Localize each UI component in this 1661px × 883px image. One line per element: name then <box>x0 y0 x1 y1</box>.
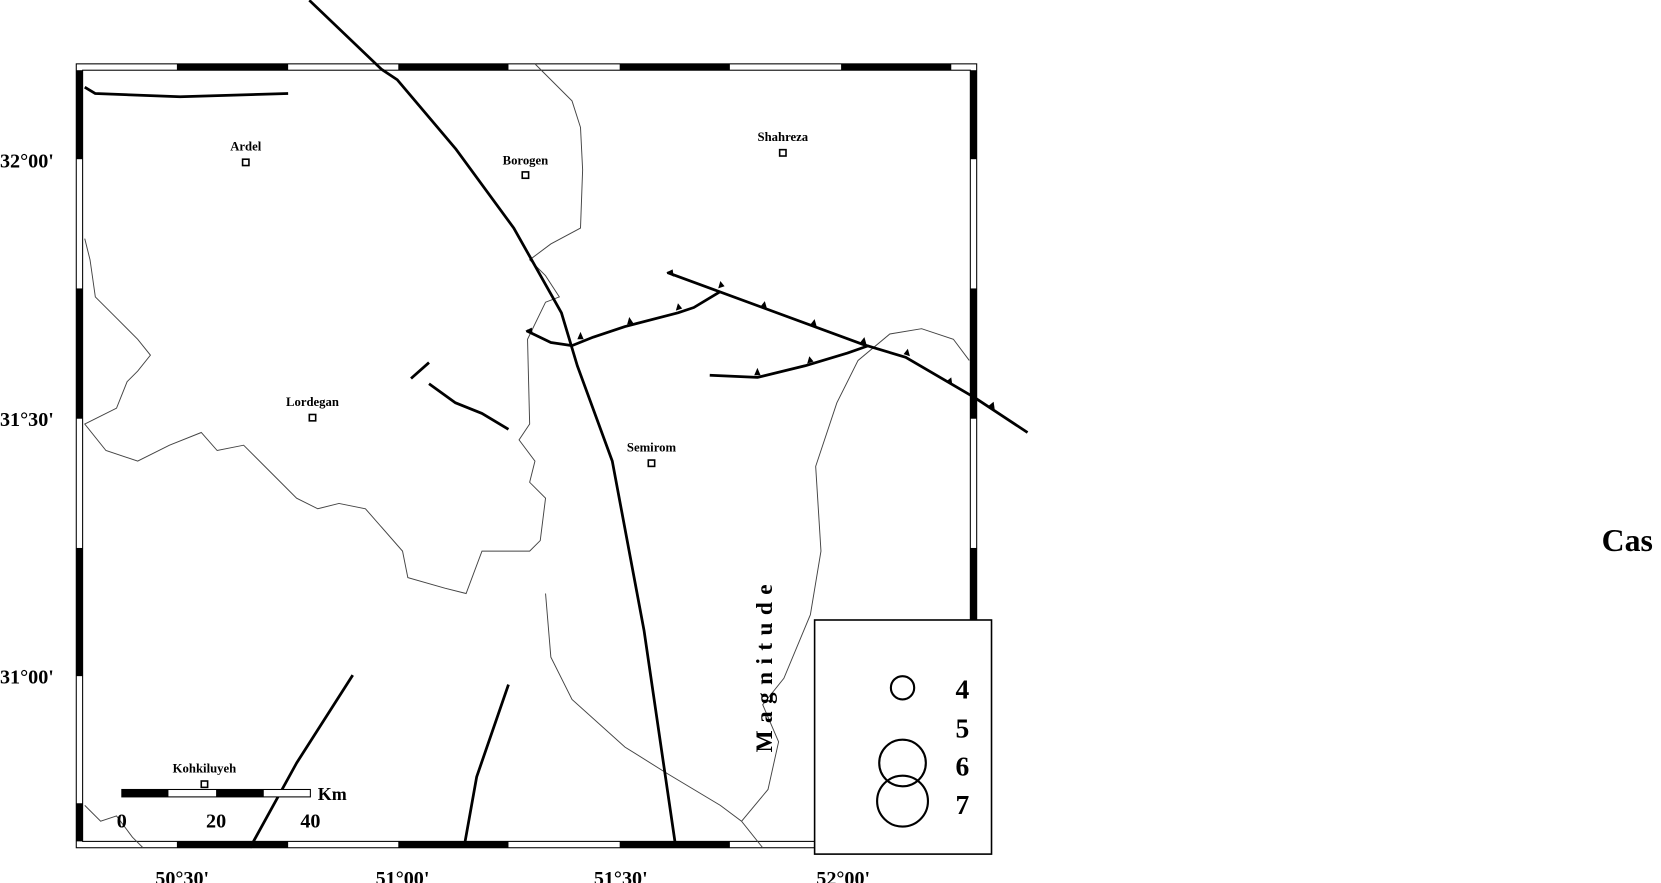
city-label-lordegan: Lordegan <box>286 395 339 409</box>
legend-title: Magnitude <box>752 577 778 752</box>
magnitude-circle-6 <box>878 738 927 788</box>
lon-label: 50°30' <box>155 868 209 883</box>
magnitude-label: 5 <box>955 713 969 744</box>
scale-unit: Km <box>318 784 347 804</box>
lon-label: 51°00' <box>376 868 430 883</box>
scale-label: 0 <box>117 811 127 833</box>
magnitude-label: 6 <box>955 751 969 782</box>
city-markers <box>200 148 787 789</box>
scale-bar: Km 0 20 40 <box>117 784 347 833</box>
magnitude-legend: 4 5 6 7 <box>813 619 993 855</box>
lat-label: 32°00' <box>0 151 54 173</box>
magnitude-label: 7 <box>955 789 969 820</box>
lat-label: 31°00' <box>0 667 54 689</box>
city-label-shahreza: Shahreza <box>758 130 809 144</box>
magnitude-circle-7 <box>876 774 930 828</box>
magnitude-circle-4 <box>889 675 916 701</box>
city-label-kohkiluyeh: Kohkiluyeh <box>173 762 237 776</box>
city-label-ardel: Ardel <box>230 140 262 154</box>
lon-label: 52°00' <box>816 868 870 883</box>
lat-label: 31°30' <box>0 409 54 431</box>
scale-label: 20 <box>206 811 226 833</box>
city-label-borogen: Borogen <box>503 153 549 167</box>
magnitude-label: 4 <box>955 673 969 704</box>
faults <box>84 0 1029 849</box>
lon-label: 51°30' <box>594 868 648 883</box>
city-label-semirom: Semirom <box>627 441 677 455</box>
scale-label: 40 <box>300 811 320 833</box>
side-text: Cas <box>1602 523 1653 558</box>
